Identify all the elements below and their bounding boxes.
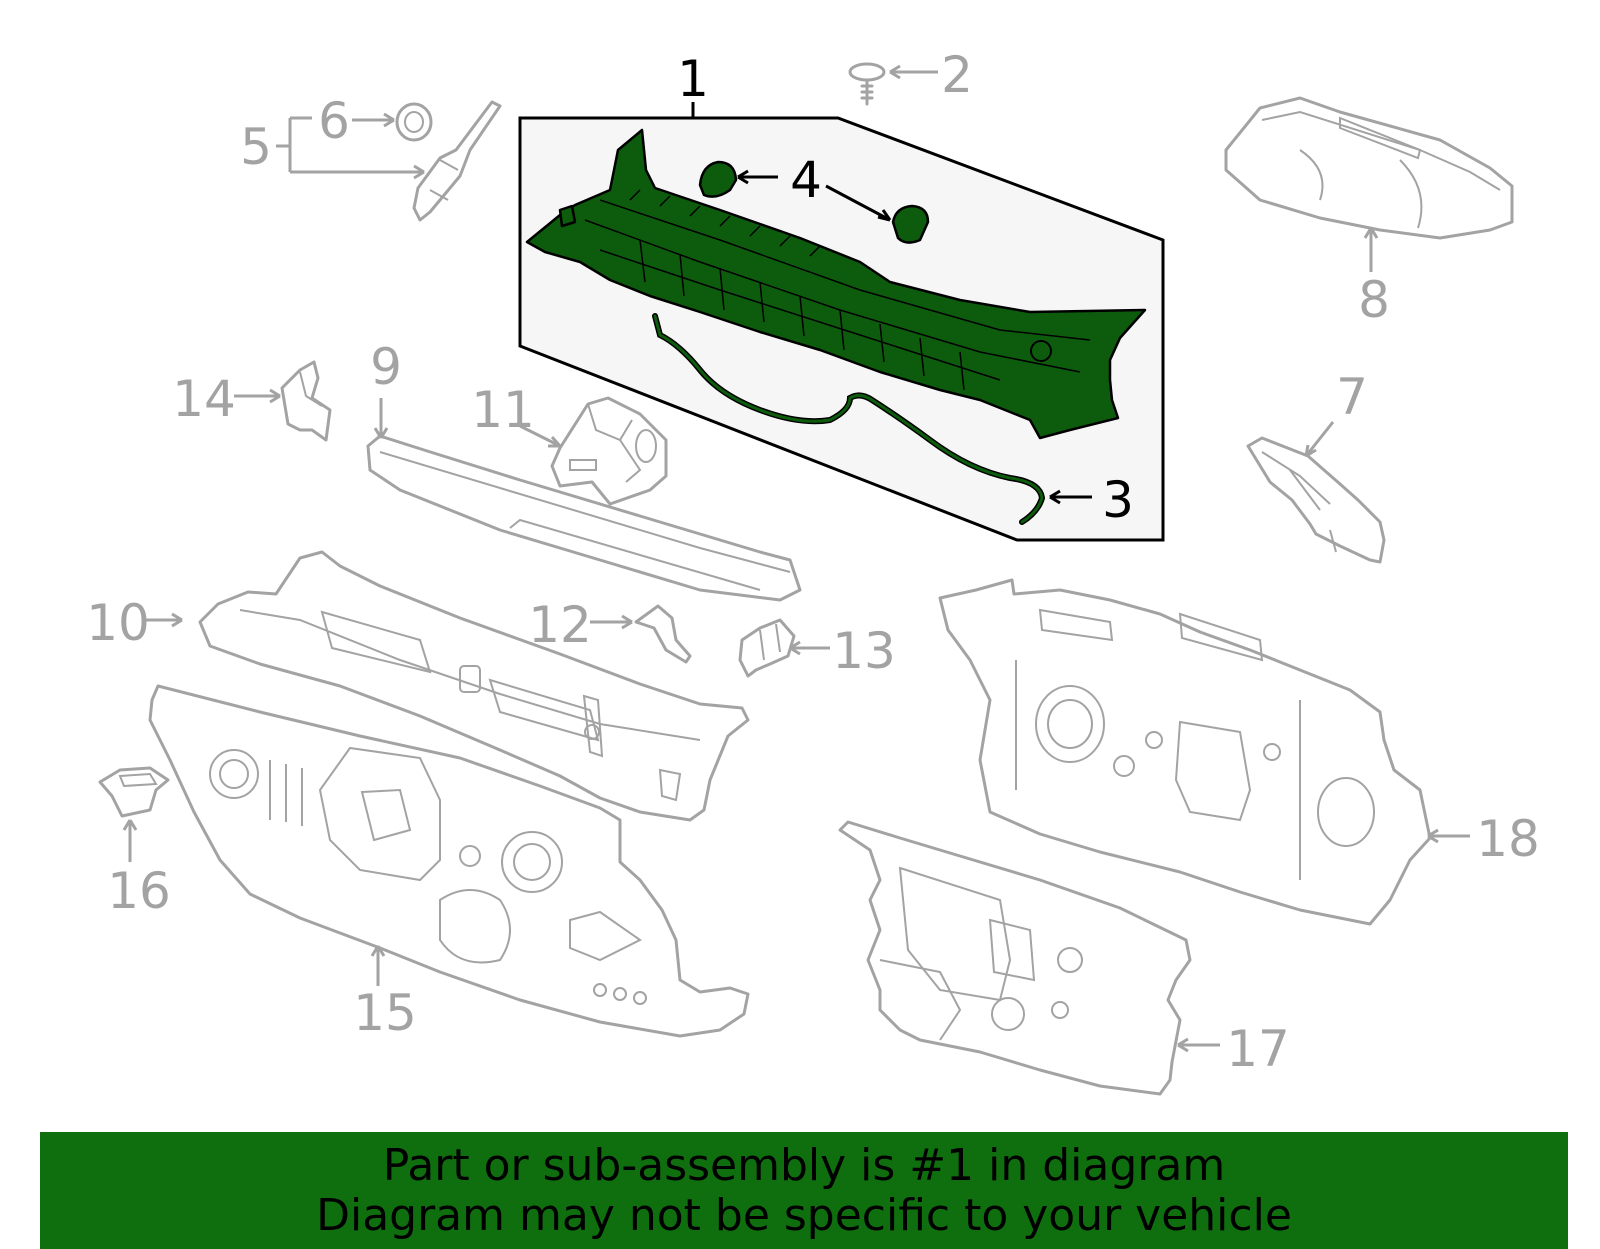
clip-14[interactable] (280, 360, 332, 442)
clip-13[interactable] (738, 618, 796, 678)
callout-16: 16 (107, 862, 171, 920)
banner-line-2: Diagram may not be specific to your vehi… (316, 1189, 1292, 1241)
callout-4: 4 (790, 151, 822, 209)
bracket-11[interactable] (550, 396, 668, 506)
callout-8: 8 (1358, 271, 1390, 329)
weatherstrip-9[interactable] (366, 434, 802, 602)
callout-10: 10 (86, 594, 150, 652)
callout-7: 7 (1336, 368, 1368, 426)
clip-12[interactable] (634, 604, 692, 664)
callout-12: 12 (528, 596, 592, 654)
callout-6: 6 (318, 92, 350, 150)
callout-1: 1 (677, 50, 709, 108)
cowl-top-10[interactable] (198, 550, 750, 822)
bracket-5[interactable] (412, 100, 502, 222)
dash-panel-15[interactable] (148, 684, 750, 1038)
callout-18: 18 (1476, 810, 1540, 868)
plug-4-left[interactable] (698, 160, 738, 198)
callout-14: 14 (172, 370, 236, 428)
cover-8[interactable] (1224, 96, 1514, 240)
washer-hose-3[interactable] (652, 313, 1046, 525)
callout-2: 2 (941, 46, 973, 104)
callout-11: 11 (471, 381, 535, 439)
callout-5: 5 (240, 118, 272, 176)
cowl-panel-highlight[interactable] (525, 128, 1147, 440)
bracket-7[interactable] (1246, 436, 1386, 564)
insulator-18[interactable] (938, 578, 1432, 926)
plug-4-right[interactable] (891, 204, 930, 244)
callout-13: 13 (832, 622, 896, 680)
callout-17: 17 (1226, 1020, 1290, 1078)
callout-3: 3 (1102, 471, 1134, 529)
insulator-17[interactable] (838, 820, 1192, 1096)
screw-2[interactable] (848, 62, 886, 106)
callout-9: 9 (370, 338, 402, 396)
banner-line-1: Part or sub-assembly is #1 in diagram (382, 1139, 1226, 1191)
grommet-16[interactable] (98, 766, 170, 818)
info-banner: Part or sub-assembly is #1 in diagram Di… (40, 1132, 1568, 1249)
grommet-6[interactable] (395, 102, 433, 142)
callout-15: 15 (353, 984, 417, 1042)
